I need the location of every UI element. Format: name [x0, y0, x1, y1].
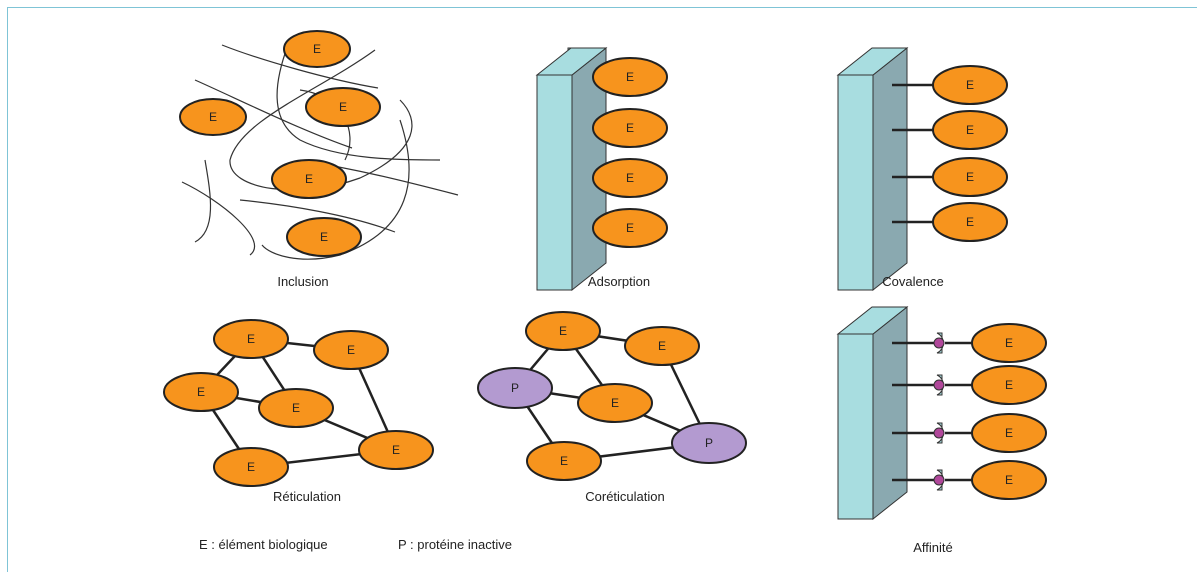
element-node: E [971, 460, 1047, 500]
element-label: E [560, 454, 568, 468]
element-node: E [932, 202, 1008, 242]
element-label: E [247, 332, 255, 346]
element-label: E [292, 401, 300, 415]
receptor-ligand [933, 374, 945, 396]
element-label: E [966, 215, 974, 229]
element-node: E [305, 87, 381, 127]
element-label: E [313, 42, 321, 56]
polymer-fiber [194, 159, 212, 243]
element-node: E [624, 326, 700, 366]
support-block [836, 305, 909, 521]
receptor-ligand [933, 332, 945, 354]
element-label: E [339, 100, 347, 114]
element-label: E [626, 121, 634, 135]
element-label: E [305, 172, 313, 186]
element-label: E [320, 230, 328, 244]
element-label: E [1005, 336, 1013, 350]
polymer-fiber [239, 199, 396, 233]
element-label: E [966, 78, 974, 92]
element-node: E [932, 110, 1008, 150]
element-node: E [163, 372, 239, 412]
element-label: E [392, 443, 400, 457]
caption-adsorption: Adsorption [588, 274, 650, 289]
caption-coreticulation: Coréticulation [585, 489, 665, 504]
element-node: E [932, 157, 1008, 197]
element-node: E [592, 57, 668, 97]
element-label: E [197, 385, 205, 399]
polymer-fiber [181, 181, 256, 256]
protein-node: P [477, 367, 553, 409]
receptor-ligand [933, 469, 945, 491]
protein-label: P [705, 436, 713, 450]
element-node: E [258, 388, 334, 428]
polymer-fiber [276, 44, 441, 161]
element-node: E [179, 98, 247, 136]
affinity-linkers [892, 341, 972, 482]
element-node: E [525, 311, 601, 351]
caption-covalence: Covalence [882, 274, 943, 289]
panel-covalence: E E E E [836, 46, 1008, 292]
element-node: E [213, 319, 289, 359]
element-label: E [209, 110, 217, 124]
element-label: E [559, 324, 567, 338]
element-label: E [247, 460, 255, 474]
element-node: E [313, 330, 389, 370]
element-node: E [932, 65, 1008, 105]
panel-affinite: E E E E [836, 305, 1047, 521]
element-node: E [592, 208, 668, 248]
protein-label: P [511, 381, 519, 395]
receptor-ligand [933, 422, 945, 444]
element-label: E [626, 221, 634, 235]
element-node: E [358, 430, 434, 470]
caption-affinite: Affinité [913, 540, 953, 555]
element-label: E [611, 396, 619, 410]
panel-coreticulation: E E P E P E [477, 311, 747, 481]
element-label: E [1005, 426, 1013, 440]
support-block [836, 46, 909, 292]
element-label: E [966, 123, 974, 137]
polymer-fiber [221, 44, 379, 89]
element-node: E [592, 108, 668, 148]
inclusion-elements: E E E E E [179, 30, 381, 257]
covalent-bond [892, 83, 934, 224]
polymer-fiber [229, 49, 413, 191]
support-block [535, 46, 608, 292]
element-label: E [1005, 473, 1013, 487]
caption-reticulation: Réticulation [273, 489, 341, 504]
legend-element: E : élément biologique [199, 537, 328, 552]
element-node: E [283, 30, 351, 68]
element-node: E [971, 323, 1047, 363]
element-label: E [1005, 378, 1013, 392]
panel-reticulation: E E E E E E [163, 319, 434, 487]
element-node: E [971, 365, 1047, 405]
element-label: E [658, 339, 666, 353]
element-label: E [966, 170, 974, 184]
figure-frame [7, 7, 1197, 572]
element-label: E [347, 343, 355, 357]
element-node: E [271, 159, 347, 199]
element-node: E [526, 441, 602, 481]
caption-inclusion: Inclusion [277, 274, 328, 289]
element-node: E [592, 158, 668, 198]
panel-adsorption: E E E E [535, 46, 668, 292]
element-node: E [577, 383, 653, 423]
legend-protein: P : protéine inactive [398, 537, 512, 552]
element-label: E [626, 171, 634, 185]
element-node: E [971, 413, 1047, 453]
element-node: E [286, 217, 362, 257]
element-node: E [213, 447, 289, 487]
element-label: E [626, 70, 634, 84]
protein-node: P [671, 422, 747, 464]
